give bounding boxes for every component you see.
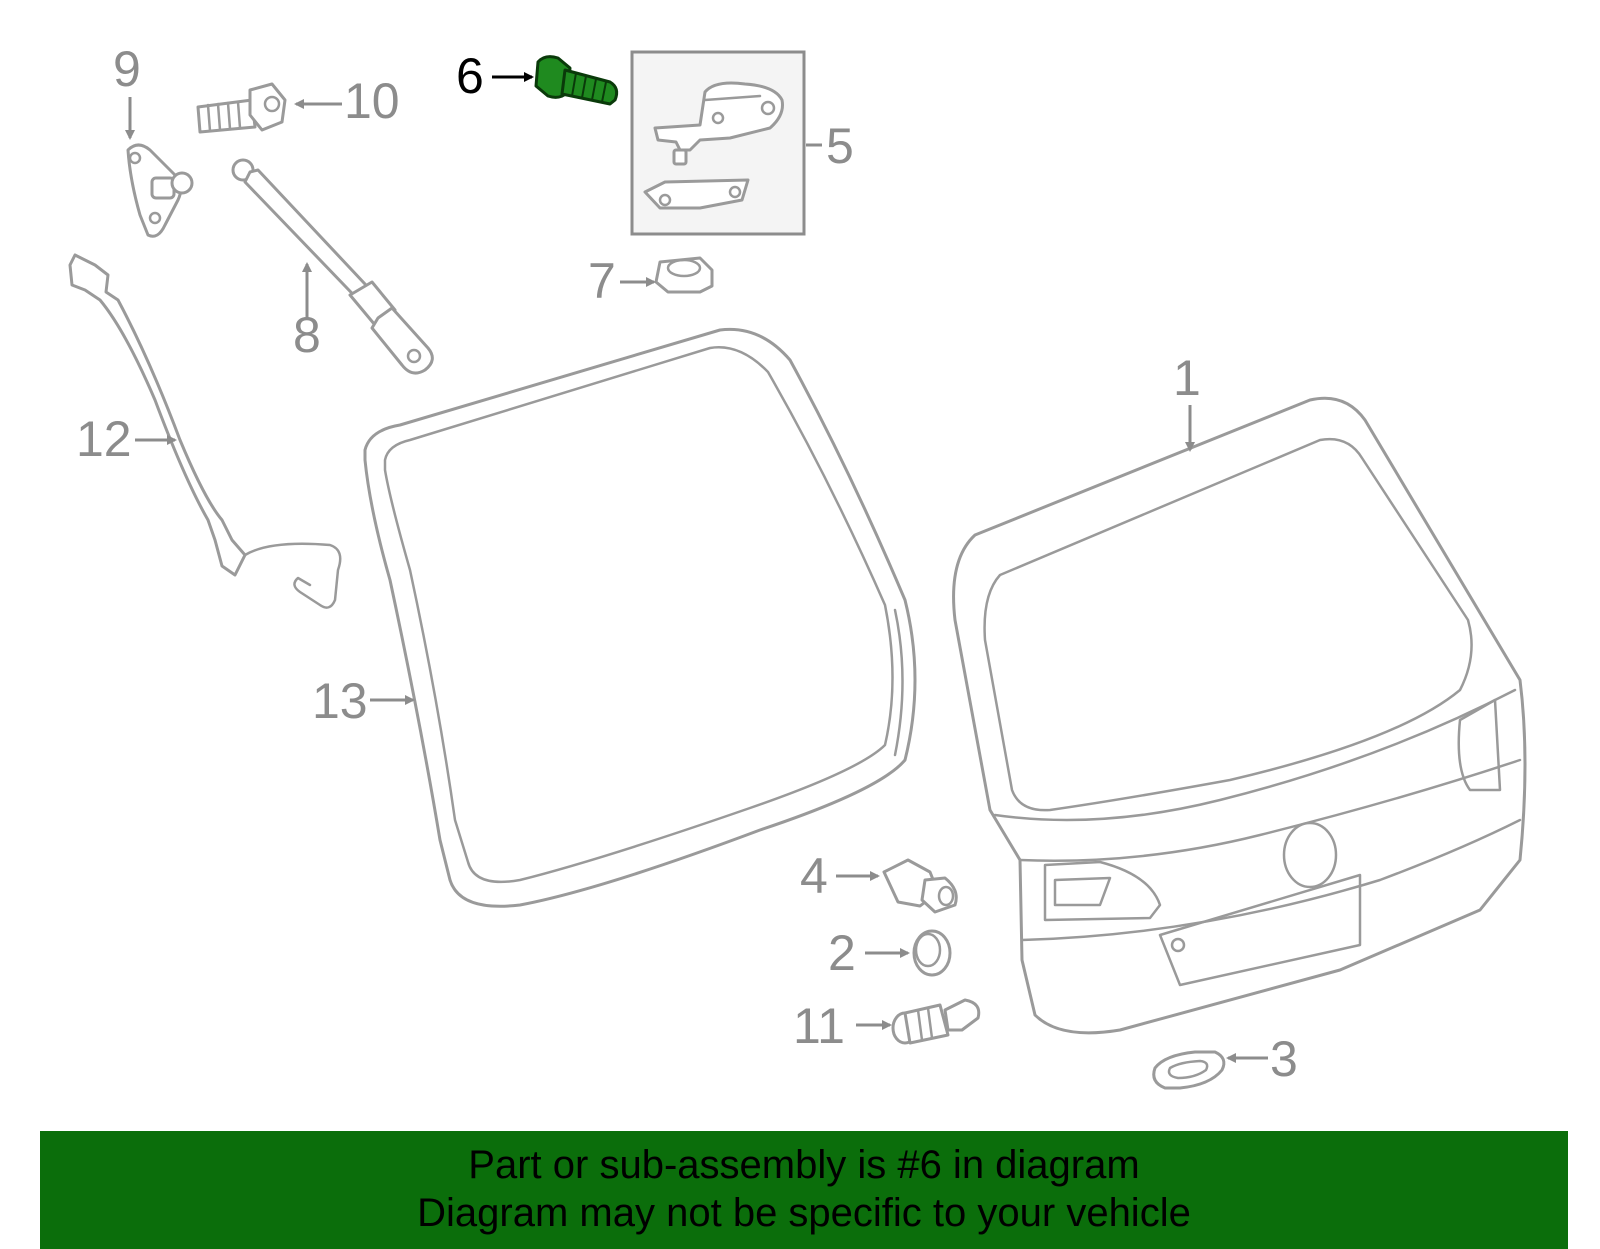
callout-4: 4 [800,848,828,904]
callout-8: 8 [293,307,321,363]
part-11-switch [891,998,981,1045]
info-banner: Part or sub-assembly is #6 in diagram Di… [40,1131,1568,1249]
banner-line-2: Diagram may not be specific to your vehi… [417,1191,1191,1235]
callout-7: 7 [588,253,616,309]
part-12-cable [68,253,342,609]
part-5-hinge-assembly [630,50,822,236]
callout-5: 5 [826,118,854,174]
part-9-striker-bracket [126,143,194,238]
part-3-grommet [1152,1050,1226,1090]
callout-3: 3 [1270,1031,1298,1087]
part-6-bolt-highlighted [534,55,619,106]
callout-2: 2 [828,925,856,981]
callout-leaders [125,72,1268,1063]
callout-13: 13 [312,673,368,729]
callout-6: 6 [456,48,484,104]
part-4-sensor [882,858,958,914]
callout-9: 9 [113,41,141,97]
part-10-bolt [196,82,287,134]
part-7-nut [654,256,714,294]
callout-12: 12 [76,411,132,467]
callout-10: 10 [344,73,400,129]
callout-1: 1 [1173,350,1201,406]
part-13-rear-glass [363,327,917,908]
part-8-gas-strut [231,158,434,375]
part-1-liftgate [952,396,1527,1035]
part-2-plug [912,929,952,977]
banner-line-1: Part or sub-assembly is #6 in diagram [468,1143,1140,1187]
callout-11: 11 [793,998,845,1054]
